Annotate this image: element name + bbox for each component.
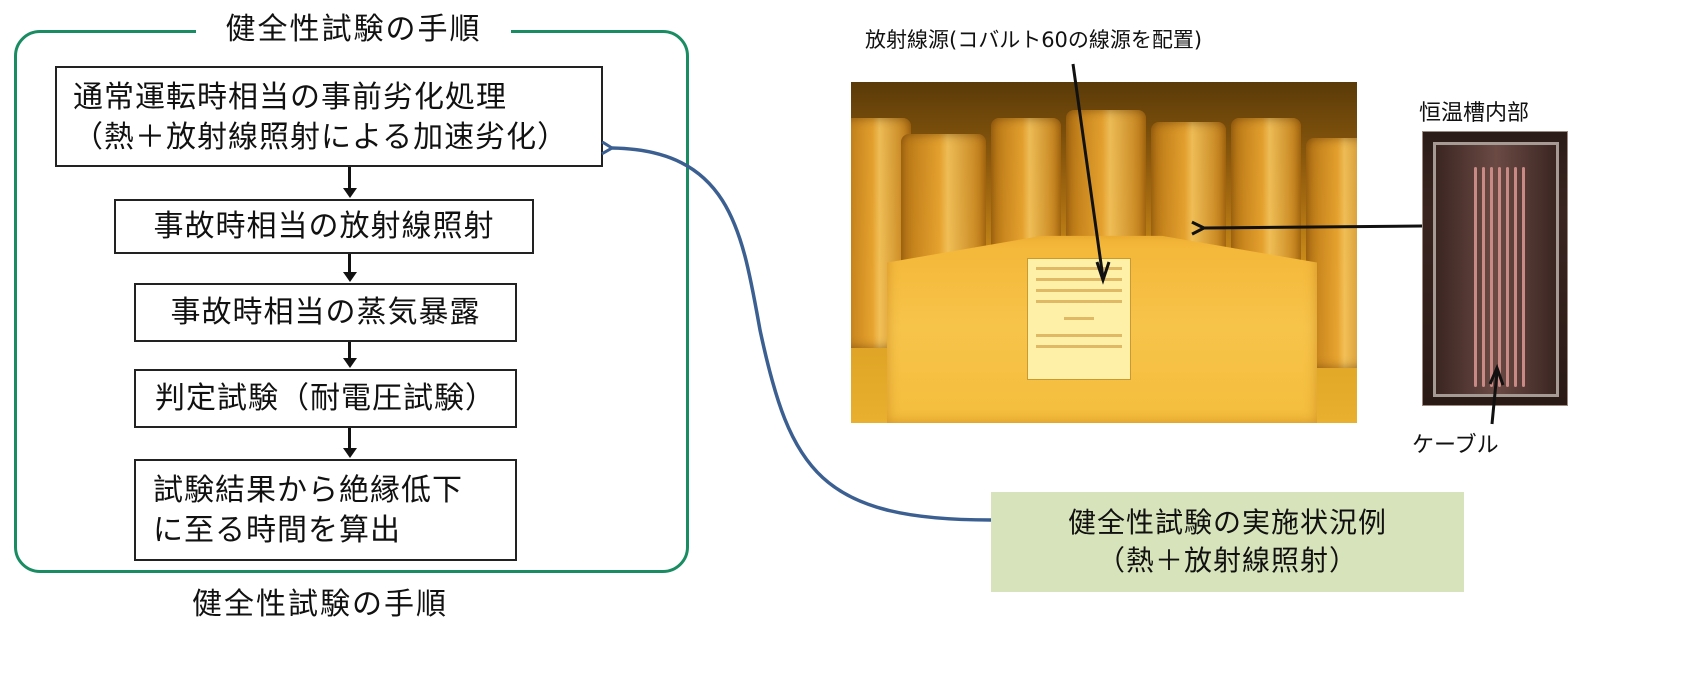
flow-arrowhead-3 (343, 358, 357, 368)
cable-label: ケーブル (1412, 433, 1499, 458)
connector-curve (612, 148, 992, 522)
example-note-line2: （熱＋放射線照射） (1096, 544, 1358, 577)
step-calculate-time-line2: に至る時間を算出 (153, 513, 401, 548)
radiation-source-label: 放射線源(コバルト60の線源を配置) (865, 28, 1203, 52)
flow-arrow-3 (348, 342, 351, 359)
flow-arrow-1 (348, 167, 351, 189)
procedure-frame-title: 健全性試験の手順 (196, 10, 511, 50)
flow-arrowhead-1 (343, 188, 357, 198)
procedure-caption: 健全性試験の手順 (192, 587, 448, 622)
cable-pointer-arrowhead (1488, 363, 1505, 386)
example-note-line1: 健全性試験の実施状況例 (1067, 506, 1387, 539)
flow-arrow-2 (348, 254, 351, 273)
step-steam-exposure: 事故時相当の蒸気暴露 (134, 283, 517, 342)
step-accident-irradiation: 事故時相当の放射線照射 (114, 199, 534, 254)
thermostatic-chamber-photo (1422, 131, 1568, 406)
cable-pointer-line (1490, 371, 1499, 425)
radiation-source-photo (851, 82, 1357, 423)
notice-board (1027, 258, 1131, 380)
flow-arrowhead-4 (343, 448, 357, 458)
flow-arrow-4 (348, 428, 351, 449)
chamber-interior-label: 恒温槽内部 (1419, 101, 1530, 126)
step-withstand-voltage-test: 判定試験（耐電圧試験） (134, 369, 517, 428)
step-calculate-time: 試験結果から絶縁低下 に至る時間を算出 (134, 459, 517, 561)
source-pointer-arrowhead (1095, 261, 1111, 285)
step-calculate-time-line1: 試験結果から絶縁低下 (153, 473, 463, 508)
flow-arrowhead-2 (343, 272, 357, 282)
step-pre-aging: 通常運転時相当の事前劣化処理 （熱＋放射線照射による加速劣化） (55, 66, 603, 167)
example-note-box: 健全性試験の実施状況例 （熱＋放射線照射） (991, 492, 1464, 592)
step-pre-aging-line2: （熱＋放射線照射による加速劣化） (73, 120, 569, 155)
chamber-door (1433, 142, 1559, 397)
chamber-pointer-line (1204, 226, 1423, 228)
step-pre-aging-line1: 通常運転時相当の事前劣化処理 (73, 80, 507, 115)
source-pointer-line (1071, 63, 1105, 279)
